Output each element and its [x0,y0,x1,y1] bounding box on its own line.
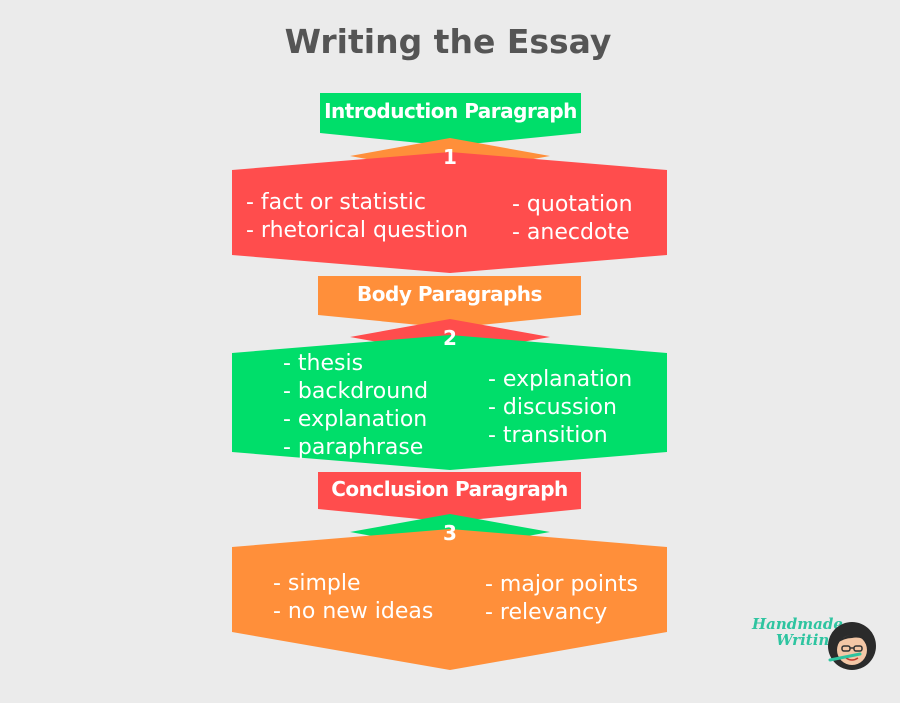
list-item: - backdround [283,379,429,404]
avatar-icon [828,622,876,670]
list-item: - thesis [283,351,364,376]
list-item: - no new ideas [273,599,434,624]
conclusion-content-shape [232,529,667,670]
body-content-shape [232,335,667,470]
list-item: - fact or statistic [246,190,426,215]
list-item: - discussion [488,395,617,420]
intro-left-list: - fact or statistic - rhetorical questio… [246,189,468,245]
intro-right-list: - quotation - anecdote [512,191,633,247]
handmade-writing-logo: Handmade Writing [752,614,882,674]
list-item: - relevancy [485,600,608,625]
list-item: - transition [488,423,608,448]
body-number: 2 [443,326,457,350]
list-item: - explanation [488,367,633,392]
conclusion-header-label: Conclusion Paragraph [331,477,568,501]
list-item: - paraphrase [283,435,424,460]
conclusion-header-shape [318,472,581,522]
body-header-label: Body Paragraphs [357,282,542,306]
list-item: - simple [273,571,361,596]
list-item: - quotation [512,192,633,217]
intro-number: 1 [443,145,457,169]
list-item: - anecdote [512,220,630,245]
intro-header-shape [320,93,581,146]
body-left-list: - thesis - backdround - explanation - pa… [283,350,428,462]
logo-text: Handmade Writing [752,615,843,649]
intro-header-label: Introduction Paragraph [324,99,577,123]
body-right-list: - explanation - discussion - transition [488,366,632,450]
page-title: Writing the Essay [284,22,612,61]
body-header-shape [318,276,581,328]
conclusion-left-list: - simple - no new ideas [273,570,433,626]
list-item: - explanation [283,407,428,432]
conclusion-right-list: - major points - relevancy [485,571,638,627]
list-item: - rhetorical question [246,218,469,243]
conclusion-number: 3 [443,521,457,545]
intro-content-shape [232,152,667,273]
list-item: - major points [485,572,639,597]
